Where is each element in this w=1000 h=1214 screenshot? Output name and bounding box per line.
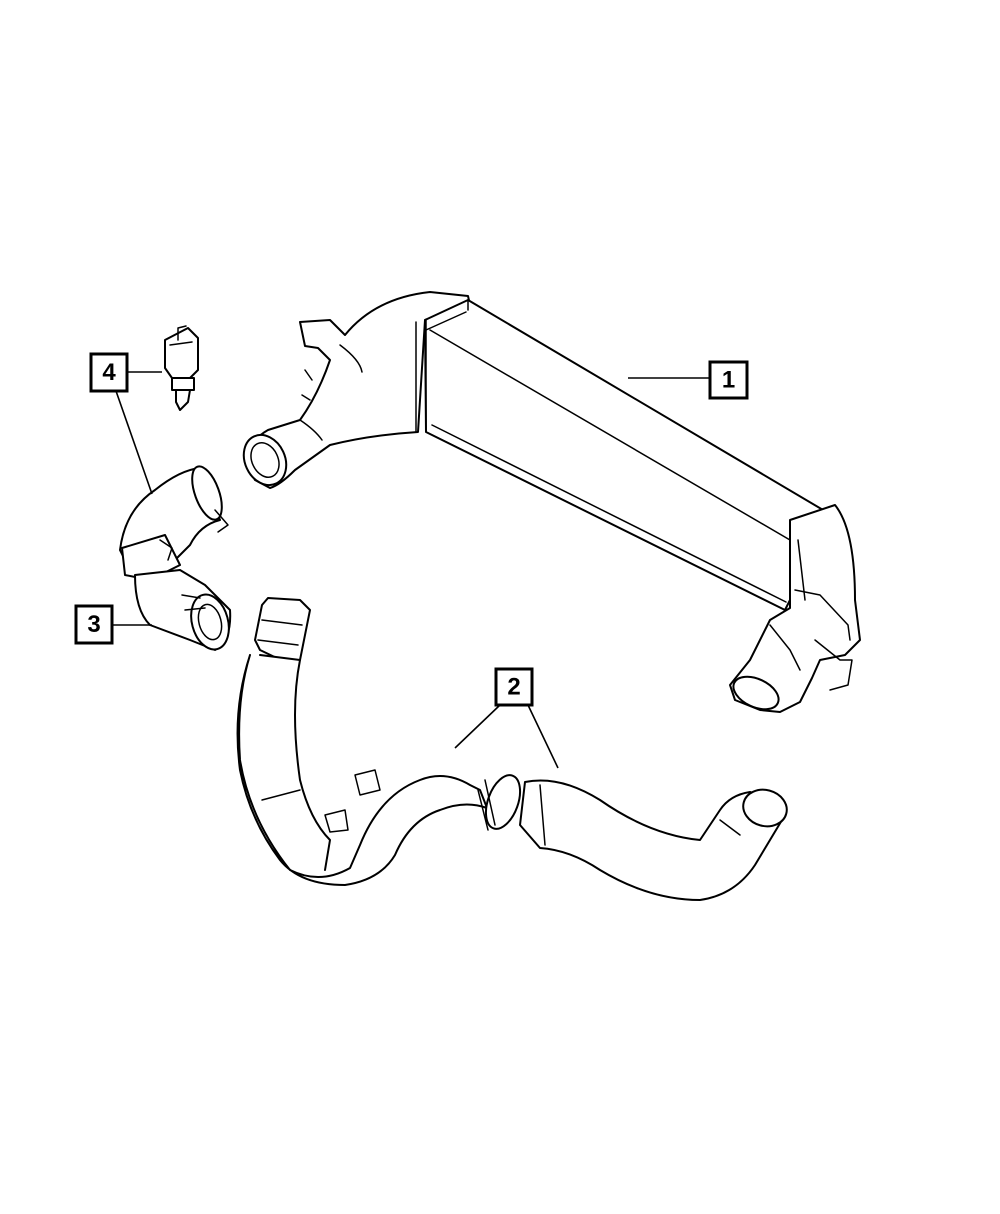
leader-line-4b (115, 390, 153, 495)
callout-2-label: 2 (507, 674, 520, 701)
callout-1: 1 (708, 360, 749, 400)
sensor-part-4 (164, 325, 199, 411)
callout-3-label: 3 (87, 611, 100, 638)
charge-air-hose-part-2 (236, 597, 788, 901)
elbow-hose-part-3 (119, 465, 232, 651)
intercooler-part-1 (242, 291, 861, 713)
callout-1-label: 1 (722, 367, 735, 394)
callout-4-label: 4 (102, 359, 116, 386)
callout-3: 3 (74, 604, 114, 645)
leader-line-2b (527, 704, 559, 769)
callout-4: 4 (89, 352, 129, 393)
leader-line-2a (454, 704, 501, 749)
callout-2: 2 (494, 667, 534, 707)
